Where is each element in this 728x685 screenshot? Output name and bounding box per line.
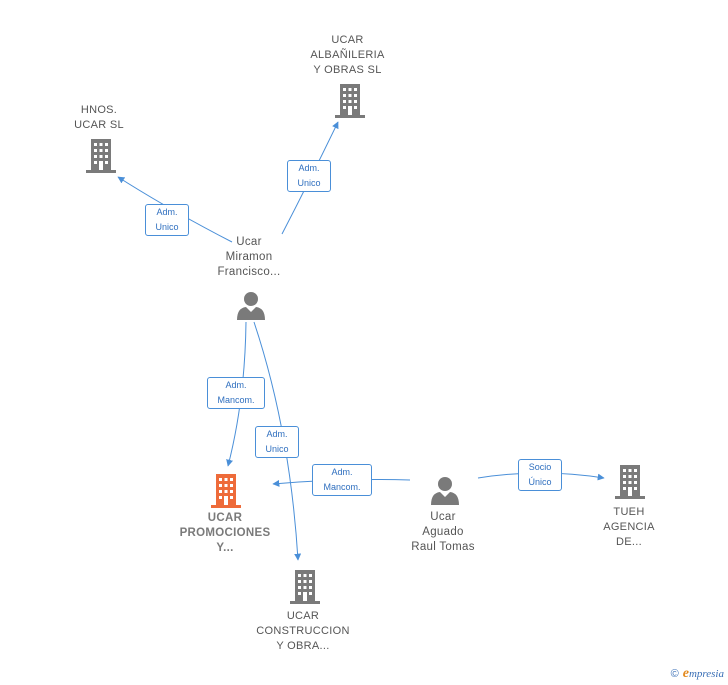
building-icon	[615, 465, 645, 499]
person-icon	[431, 477, 459, 505]
edge-label-miramon-albanileria: Adm. Unico	[287, 160, 331, 192]
node-label-ucar-construccion[interactable]: UCAR CONSTRUCCION Y OBRA...	[256, 610, 350, 652]
building-icon	[290, 570, 320, 604]
node-label-tueh-agencia[interactable]: TUEH AGENCIA DE...	[603, 506, 655, 548]
person-icon	[237, 292, 265, 320]
edge-label-miramon-construccion: Adm. Unico	[255, 426, 299, 458]
building-icon-focus	[211, 474, 241, 508]
node-label-ucar-promociones[interactable]: UCAR PROMOCIONES Y...	[179, 512, 271, 554]
edge-label-aguado-promociones: Adm. Mancom.	[312, 464, 372, 496]
brand-name: mpresia	[688, 668, 724, 680]
copyright-symbol: ©	[670, 668, 679, 680]
node-label-hnos-ucar[interactable]: HNOS. UCAR SL	[74, 104, 124, 131]
edge-label-aguado-tueh: Socio Único	[518, 459, 562, 491]
empresia-watermark[interactable]: ©empresia	[671, 666, 724, 682]
building-icon	[335, 84, 365, 118]
node-label-ucar-aguado[interactable]: Ucar Aguado Raul Tomas	[411, 511, 475, 553]
edge-label-miramon-promociones: Adm. Mancom.	[207, 377, 265, 409]
node-label-ucar-albanileria[interactable]: UCAR ALBAÑILERIA Y OBRAS SL	[310, 34, 385, 76]
node-label-ucar-miramon[interactable]: Ucar Miramon Francisco...	[217, 236, 281, 278]
edge-label-miramon-hnos: Adm. Unico	[145, 204, 189, 236]
brand-logo-e: e	[682, 666, 689, 681]
building-icon	[86, 139, 116, 173]
